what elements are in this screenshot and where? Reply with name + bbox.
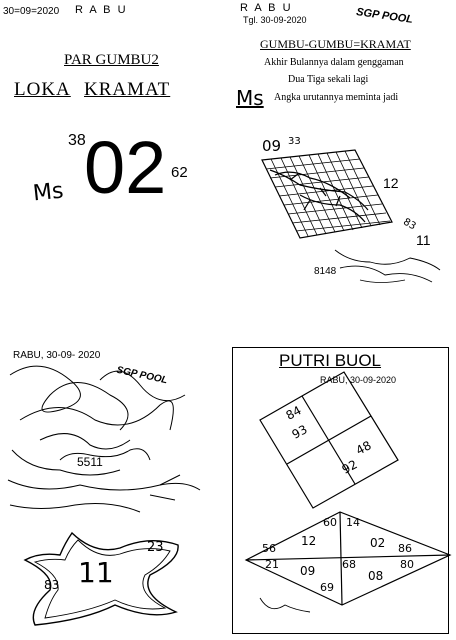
q4-title: PUTRI BUOL bbox=[279, 351, 382, 370]
q2-n09: 09 bbox=[262, 137, 282, 155]
q2-line2: Dua Tiga sekali lagi bbox=[288, 74, 369, 85]
q1-loka: LOKA bbox=[14, 79, 71, 100]
q2-stamp: SGP POOL bbox=[355, 6, 414, 26]
q4-k80: 80 bbox=[400, 558, 414, 571]
q1-date: 30=09=2020 bbox=[3, 6, 60, 17]
q1-day: R A B U bbox=[75, 4, 128, 16]
q4-k60: 60 bbox=[323, 516, 337, 529]
q4-k86: 86 bbox=[398, 542, 412, 555]
q2-ms: Ms bbox=[236, 86, 264, 110]
panel-putri-buol: PUTRI BUOL RABU, 30-09-2020 84 93 48 92 … bbox=[228, 320, 456, 640]
q4-k08: 08 bbox=[368, 569, 384, 583]
q4-k68: 68 bbox=[342, 558, 356, 571]
q3-n11: 11 bbox=[78, 556, 114, 589]
q4-k69: 69 bbox=[320, 581, 334, 594]
panel-sgp-pool-sketch: RABU, 30-09- 2020 SGP POOL 5511 23 11 83 bbox=[0, 320, 228, 640]
q2-date: Tgl. 30-09-2020 bbox=[243, 15, 307, 25]
q3-n23: 23 bbox=[147, 540, 164, 555]
q3-n83: 83 bbox=[44, 578, 60, 592]
q2-n33: 33 bbox=[288, 136, 301, 147]
q3-n5511: 5511 bbox=[77, 455, 103, 469]
q1-num-left: 38 bbox=[68, 132, 86, 149]
q3-stamp: SGP POOL bbox=[115, 364, 169, 387]
q1-big-number: 02 bbox=[84, 126, 167, 209]
q3-date: RABU, 30-09- 2020 bbox=[13, 350, 101, 361]
q4-k56: 56 bbox=[262, 542, 276, 555]
q2-n83: 83 bbox=[401, 216, 418, 233]
panel-gumbu-kramat: R A B U Tgl. 30-09-2020 SGP POOL GUMBU-G… bbox=[228, 0, 456, 320]
q1-heading: PAR GUMBU2 bbox=[64, 52, 159, 68]
q2-n8148: 8148 bbox=[314, 266, 337, 277]
q4-k21: 21 bbox=[265, 558, 279, 571]
q4-k09: 09 bbox=[300, 564, 316, 578]
q2-n12: 12 bbox=[383, 175, 399, 191]
q2-day: R A B U bbox=[240, 2, 293, 14]
q4-k14: 14 bbox=[346, 516, 360, 529]
q4-k02: 02 bbox=[370, 536, 386, 550]
q1-num-right: 62 bbox=[171, 164, 188, 181]
q4-k12: 12 bbox=[301, 534, 317, 548]
q4-date: RABU, 30-09-2020 bbox=[320, 375, 397, 385]
q1-kramat: KRAMAT bbox=[84, 79, 171, 100]
putri-buol-frame bbox=[232, 347, 449, 634]
q2-title: GUMBU-GUMBU=KRAMAT bbox=[260, 37, 411, 51]
q2-n11: 11 bbox=[416, 232, 431, 248]
q1-ms: Ms bbox=[31, 178, 65, 207]
q2-line3: Angka urutannya meminta jadi bbox=[274, 92, 399, 103]
panel-par-gumbu: 30=09=2020 R A B U PAR GUMBU2 LOKA KRAMA… bbox=[0, 0, 228, 320]
q2-line1: Akhir Bulannya dalam genggaman bbox=[264, 57, 404, 68]
